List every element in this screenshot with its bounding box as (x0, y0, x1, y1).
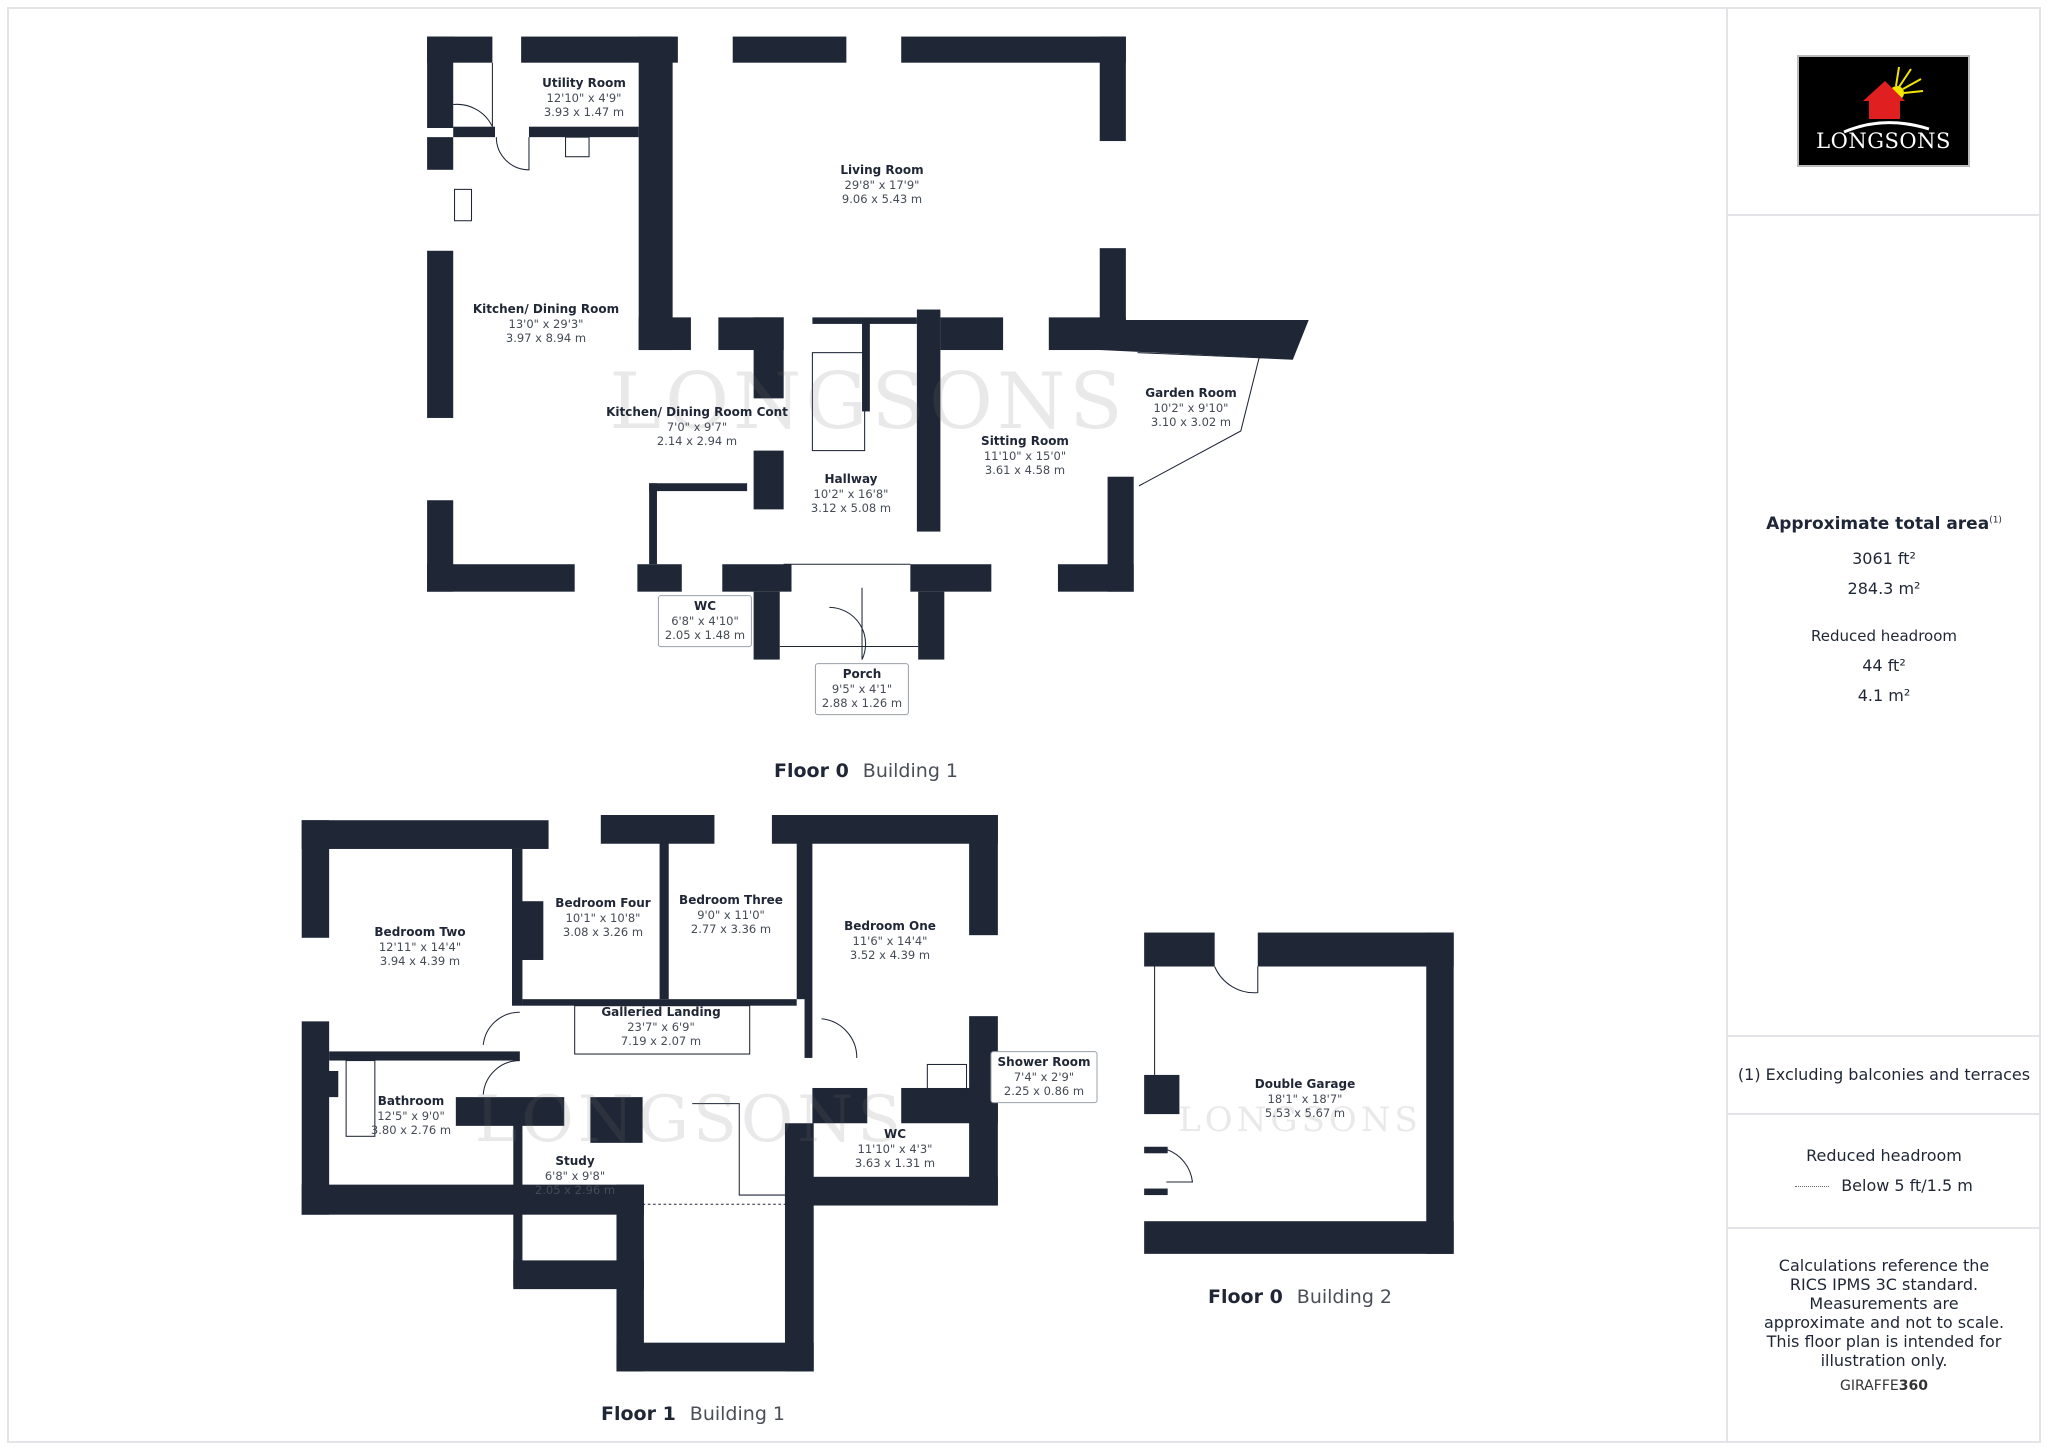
house-sun-icon (1843, 66, 1930, 134)
floor-0-building-2-walls (1144, 932, 1454, 1254)
footnote: (1) Excluding balconies and terraces (1737, 1065, 2031, 1084)
watermark: LONGSONS (1178, 1100, 1422, 1140)
total-area-heading: Approximate total area(1) (1766, 514, 2002, 534)
reduced-headroom-ft: 44 ft² (1862, 656, 1906, 675)
floor-0-fixtures (453, 62, 1294, 660)
brand-logo: LONGSONS (1797, 55, 1970, 167)
watermark: LONGSONS (609, 357, 1127, 447)
reduced-headroom-m: 4.1 m² (1857, 686, 1911, 705)
sidebar-dividers (1726, 8, 2040, 1442)
watermark: LONGSONS (474, 1083, 906, 1157)
reduced-headroom-heading: Reduced headroom (1810, 627, 1958, 645)
total-area-ft: 3061 ft² (1852, 549, 1916, 568)
floor-0-building-1-walls (427, 36, 1309, 660)
giraffe360-credit: GIRAFFE360 (1840, 1378, 1928, 1394)
page-frame (7, 7, 2041, 1443)
floor-1-fixtures (345, 1005, 968, 1205)
garage-doors (1154, 966, 1259, 1183)
floor-1-walls (301, 815, 998, 1372)
legend-item: Below 5 ft/1.5 m (1728, 1176, 2040, 1195)
dotted-line-icon (1795, 1186, 1830, 1187)
total-area-m: 284.3 m² (1847, 579, 1921, 598)
disclaimer: Calculations reference the RICS IPMS 3C … (1763, 1256, 2005, 1370)
legend-title: Reduced headroom (1806, 1146, 1962, 1165)
logo-text: LONGSONS (1816, 129, 1951, 153)
